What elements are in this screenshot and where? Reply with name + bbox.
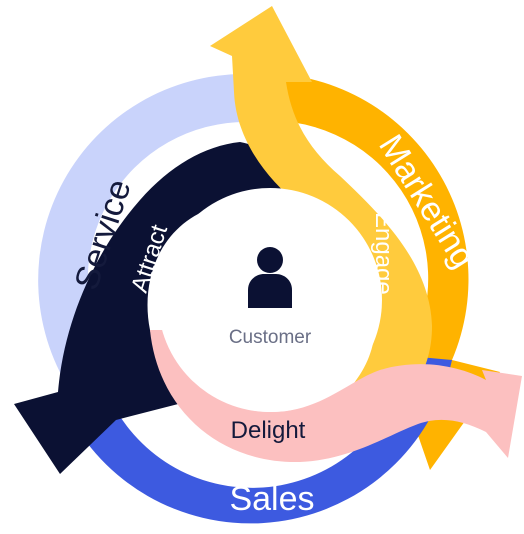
delight-band [150,330,522,463]
attract-band [14,142,302,474]
center-label: Customer [229,327,312,348]
service-segment [38,73,250,390]
sales-segment [18,356,452,524]
delight-label: Delight [231,417,306,444]
sales-label: Sales [229,480,314,518]
person-icon [248,247,292,308]
engage-label: Engage [370,212,397,295]
